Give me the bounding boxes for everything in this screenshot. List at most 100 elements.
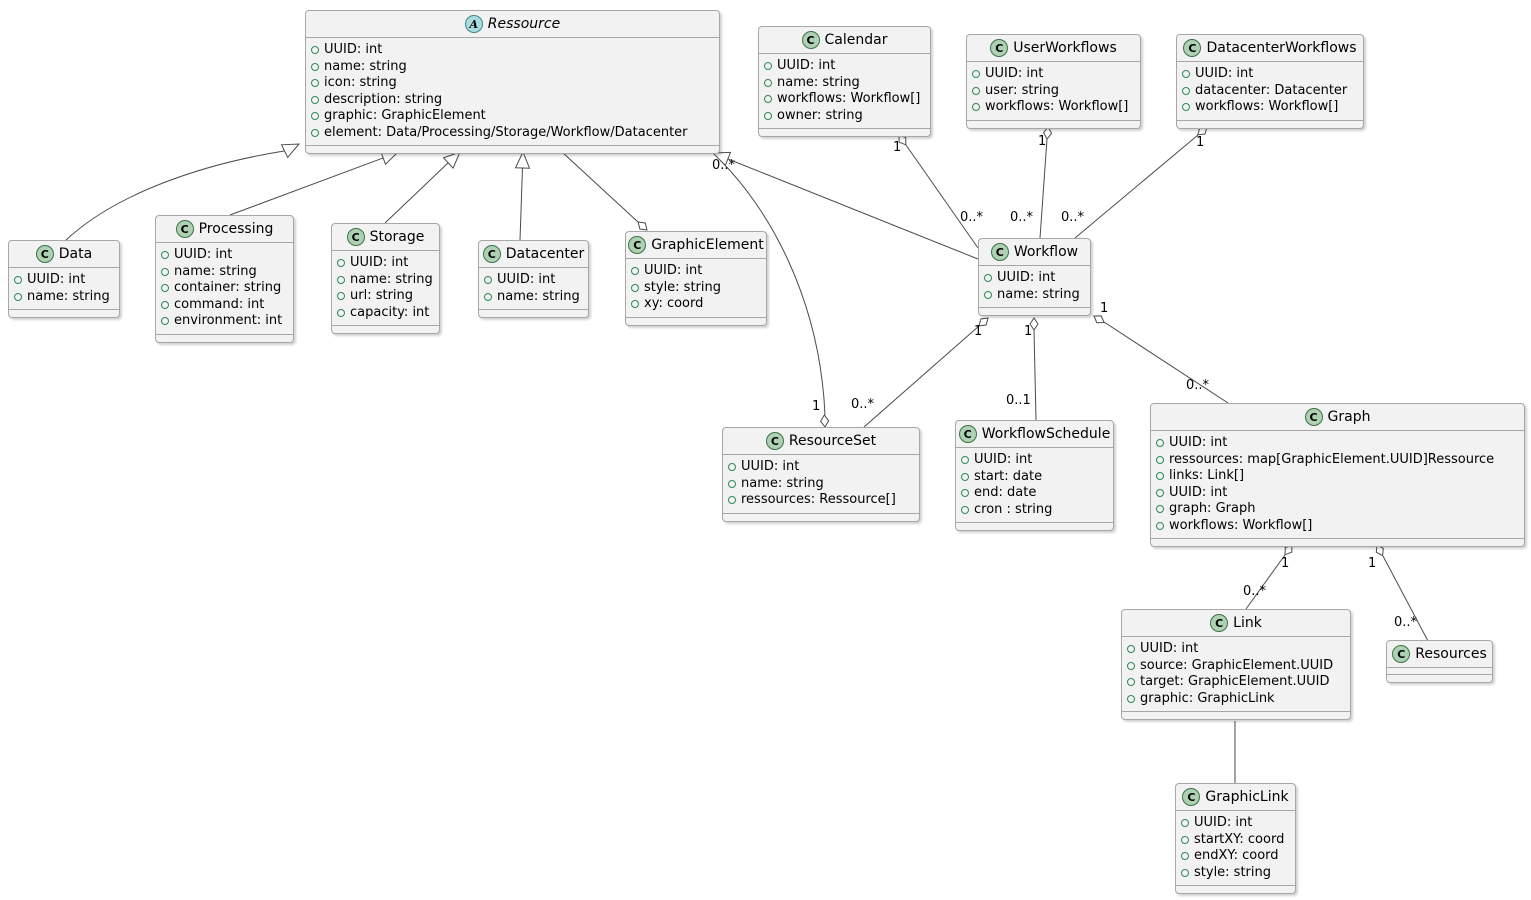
attribute: endXY: coord [1181,848,1287,865]
attribute: name: string [161,264,285,281]
edge-calendar-workflow [905,144,979,249]
edge-datacenter-ressource [519,167,523,241]
field-icon [161,267,169,276]
field-icon [1156,472,1164,481]
attribute: UUID: int [161,247,285,264]
field-icon [311,128,319,137]
methods-compartment [979,307,1090,315]
field-icon [161,251,169,260]
field-icon [1156,455,1164,464]
field-icon [764,95,772,104]
class-calendar: C Calendar UUID: int name: string workfl… [758,26,931,137]
field-icon [311,62,319,71]
methods-compartment [626,316,766,325]
class-name: Calendar [824,32,888,48]
multiplicity-label: 1 [1100,301,1109,316]
class-header: C Storage [332,224,439,250]
class-name: Workflow [1013,244,1079,260]
class-resources: C Resources [1386,640,1493,683]
class-header: C Data [9,241,119,267]
class-graphicelement: C GraphicElement UUID: int style: string… [625,231,767,326]
attribute: UUID: int [311,42,711,59]
multiplicity-label: 0..* [1186,378,1210,393]
class-graph: C Graph UUID: int ressources: map[Graphi… [1150,403,1525,547]
field-icon [961,472,969,481]
attribute: UUID: int [984,270,1082,287]
attributes: UUID: int name: string icon: string desc… [306,37,719,145]
multiplicity-label: 0..* [851,397,875,412]
class-icon: C [1392,645,1411,663]
multiplicity-label: 1 [1281,556,1290,571]
attributes: UUID: int name: string [9,267,119,309]
attribute: name: string [311,59,711,76]
class-icon: C [765,432,784,450]
attributes: UUID: int name: string [979,265,1090,307]
attribute: UUID: int [484,272,580,289]
class-graphiclink: C GraphicLink UUID: int startXY: coord e… [1175,783,1296,894]
multiplicity-label: 0..* [1061,210,1085,225]
class-icon: C [35,245,54,263]
class-icon: C [1182,788,1201,806]
attribute: UUID: int [972,66,1132,83]
class-icon: C [1304,408,1323,426]
attribute: style: string [631,280,758,297]
edge-data-ressource [65,150,285,241]
attribute: name: string [728,476,911,493]
field-icon [1127,645,1135,654]
field-icon [984,290,992,299]
field-icon [972,70,980,79]
multiplicity-label: 0..* [712,158,736,173]
attribute: name: string [484,289,580,306]
class-header: C Link [1122,610,1350,636]
edge-datacenterworkflows-workflow [1074,134,1199,239]
methods-compartment [1122,711,1350,719]
class-name: DatacenterWorkflows [1206,40,1357,56]
field-icon [1127,678,1135,687]
attribute: ressources: map[GraphicElement.UUID]Ress… [1156,452,1516,469]
attribute: UUID: int [1156,485,1516,502]
attribute: cron : string [961,502,1105,519]
field-icon [764,111,772,120]
field-icon [972,86,980,95]
class-ressource: A Ressource UUID: int name: string icon:… [305,10,720,154]
field-icon [161,300,169,309]
attribute: target: GraphicElement.UUID [1127,674,1342,691]
methods-compartment [723,512,919,521]
field-icon [14,276,22,285]
field-icon [311,112,319,121]
edge-workflow-graph [1103,321,1229,404]
field-icon [161,284,169,293]
attribute: workflows: Workflow[] [1156,518,1516,535]
aggregation-diamond [819,414,830,428]
class-name: Storage [369,229,425,245]
field-icon [337,275,345,284]
edge-resourceset-ressource [719,159,826,416]
attribute: startXY: coord [1181,832,1287,849]
edge-storage-ressource [384,162,449,224]
field-icon [631,283,639,292]
class-resourceset: C ResourceSet UUID: int name: string res… [722,427,920,522]
field-icon [1156,505,1164,514]
class-icon: C [1210,614,1229,632]
class-name: Link [1233,615,1262,631]
field-icon [1182,103,1190,112]
multiplicity-label: 1 [974,324,983,339]
class-header: C Graph [1151,404,1524,430]
class-header: C ResourceSet [723,428,919,454]
class-header: C DatacenterWorkflows [1177,35,1363,61]
attributes: UUID: int start: date end: date cron : s… [956,447,1113,522]
aggregation-diamond [1375,544,1384,557]
multiplicity-label: 1 [1196,135,1205,150]
generalization-triangle [442,151,461,169]
attribute: graphic: GraphicElement [311,108,711,125]
relationship-edges [65,134,1429,783]
multiplicity-label: 1 [1024,324,1033,339]
attribute: graphic: GraphicLink [1127,691,1342,708]
class-name: UserWorkflows [1013,40,1117,56]
aggregation-diamond [1043,126,1053,140]
attribute: links: Link[] [1156,468,1516,485]
attribute: workflows: Workflow[] [764,91,922,108]
attribute: style: string [1181,865,1287,882]
attributes: UUID: int source: GraphicElement.UUID ta… [1122,636,1350,711]
attribute: description: string [311,92,711,109]
